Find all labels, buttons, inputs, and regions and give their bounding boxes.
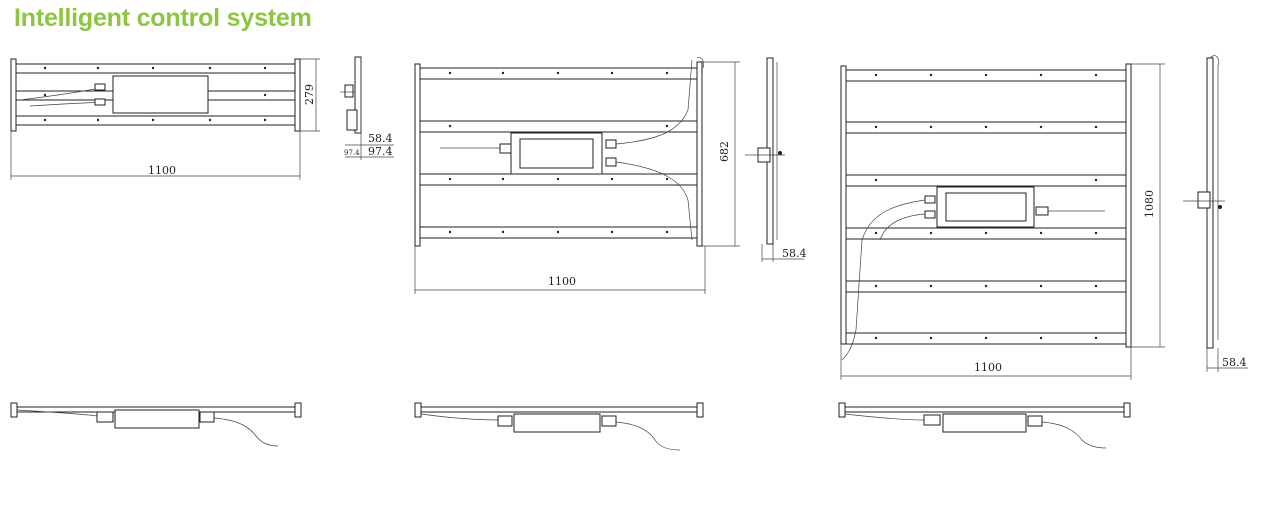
top-view-medium: [414, 402, 704, 451]
view1-depth-total-label: 97.4: [368, 145, 393, 158]
view3-width-label: 1100: [974, 361, 1002, 374]
page-title: Intelligent control system: [14, 4, 312, 32]
top-view-small: [10, 402, 302, 447]
front-view-medium: [414, 57, 740, 294]
front-view-large: [840, 63, 1165, 380]
view1-width-label: 1100: [148, 164, 176, 177]
view1-height-label: 279: [303, 84, 316, 105]
view2-width-label: 1100: [548, 275, 576, 288]
front-view-small: [10, 58, 320, 180]
view1-depth-label: 58.4: [368, 132, 393, 145]
view3-depth-label: 58.4: [1222, 356, 1247, 369]
side-view-medium: [745, 57, 804, 262]
side-view-small: [340, 56, 394, 160]
view1-depth-small-label: 97.4: [344, 149, 360, 157]
top-view-large: [838, 402, 1131, 449]
view2-height-label: 682: [718, 141, 731, 162]
view3-height-label: 1080: [1143, 190, 1156, 218]
view2-depth-label: 58.4: [782, 247, 807, 260]
side-view-large: [1183, 55, 1248, 372]
